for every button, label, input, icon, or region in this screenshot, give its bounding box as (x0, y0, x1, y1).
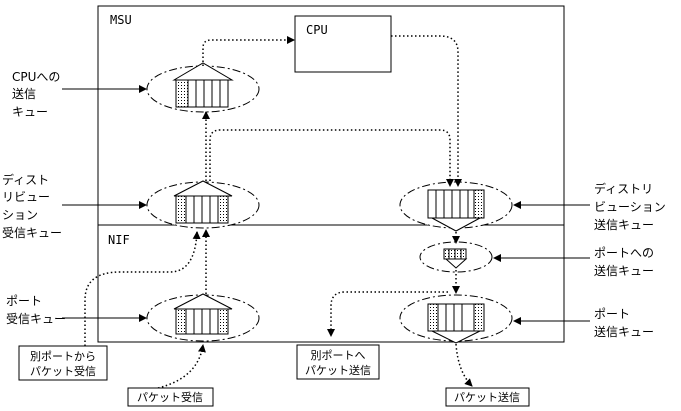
label-port-send: ポート 送信キュー (594, 307, 654, 339)
label-cpu-queue: CPUへの 送信 キュー (12, 70, 60, 119)
svg-text:キュー: キュー (12, 105, 48, 119)
nif-label: NIF (108, 233, 130, 247)
svg-text:ポート: ポート (594, 307, 630, 321)
cpu-label: CPU (306, 23, 328, 37)
port-receive-queue (146, 293, 260, 342)
msu-label: MSU (110, 13, 132, 27)
svg-text:ション: ション (2, 208, 38, 222)
svg-text:ディストリ: ディストリ (594, 181, 653, 196)
flow-otherport-to-distrecv (84, 231, 201, 346)
label-arrows (62, 85, 590, 325)
svg-text:パケット受信: パケット受信 (137, 391, 203, 404)
svg-text:送信キュー: 送信キュー (594, 217, 654, 232)
svg-text:ポート: ポート (6, 294, 42, 308)
caption-from-other-port: 別ポートから パケット受信 (18, 345, 108, 381)
svg-text:ビューション: ビューション (594, 200, 666, 214)
cpu-box (294, 15, 392, 73)
svg-text:受信キュー: 受信キュー (2, 226, 62, 240)
nif-block (97, 224, 565, 343)
label-distribution-send: ディストリ ビューション 送信キュー (594, 181, 666, 232)
svg-text:リビュー: リビュー (2, 190, 50, 204)
svg-text:送信: 送信 (12, 86, 36, 101)
label-port-receive: ポート 受信キュー (6, 294, 66, 326)
cpu-send-queue (146, 62, 260, 113)
label-port-to-send: ポートへの 送信キュー (594, 246, 654, 278)
flow-cpuqueue-to-cpu (202, 36, 295, 66)
caption-to-other-port: 別ポートへ パケット送信 (296, 344, 380, 380)
flow-packet-send (455, 343, 473, 387)
svg-text:CPUへの: CPUへの (12, 70, 60, 84)
svg-text:別ポートへ: 別ポートへ (311, 349, 366, 362)
flow-packet-recv (157, 344, 206, 389)
port-to-send-queue (419, 241, 493, 273)
svg-text:ポートへの: ポートへの (594, 246, 654, 260)
svg-text:パケット送信: パケット送信 (454, 390, 520, 404)
svg-text:パケット送信: パケット送信 (305, 363, 371, 377)
caption-packet-receive: パケット受信 (127, 387, 214, 407)
flow-distrecv-to-distsend (209, 129, 454, 187)
flow-cpu-to-distsend (391, 35, 462, 187)
svg-text:送信キュー: 送信キュー (594, 324, 654, 339)
svg-text:送信キュー: 送信キュー (594, 263, 654, 278)
port-send-queue (399, 294, 513, 344)
label-distribution-receive: ディスト リビュー ション 受信キュー (2, 172, 62, 240)
distribution-send-queue (399, 181, 513, 232)
svg-text:ディスト: ディスト (2, 172, 49, 187)
svg-text:受信キュー: 受信キュー (6, 312, 66, 326)
svg-text:パケット受信: パケット受信 (30, 365, 96, 378)
caption-packet-send: パケット送信 (445, 387, 530, 407)
svg-text:別ポートから: 別ポートから (30, 350, 96, 363)
distribution-receive-queue (146, 180, 260, 229)
dotted-flows (84, 35, 473, 389)
